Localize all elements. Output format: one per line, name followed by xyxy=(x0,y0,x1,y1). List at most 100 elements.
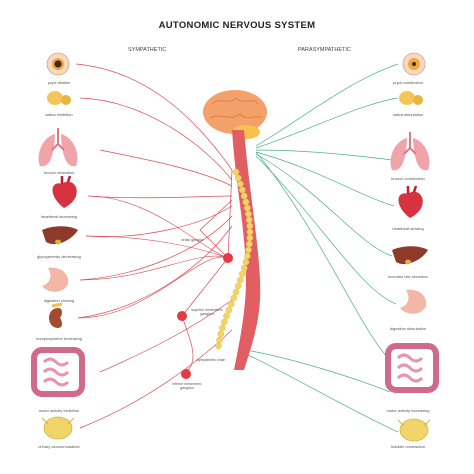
label-sympathetic-chain: sympathetic chain xyxy=(196,358,226,362)
chain-bead-0 xyxy=(232,168,240,176)
left-adrenal xyxy=(51,302,63,308)
nerve-liver-right xyxy=(255,153,393,257)
nerve-inferior-link xyxy=(181,315,194,373)
celiac-branch-0 xyxy=(85,235,229,259)
right-eye-pupil xyxy=(412,62,416,66)
chain-bead-16 xyxy=(240,264,248,272)
chain-bead-15 xyxy=(242,258,250,266)
chain-bead-9 xyxy=(246,222,254,230)
chain-bead-28 xyxy=(216,336,223,344)
brain-fold-2 xyxy=(209,113,263,119)
nerve-bladder-left xyxy=(79,329,233,429)
brain-cerebrum xyxy=(203,90,267,134)
nerve-stomach-left xyxy=(79,215,233,281)
sympathetic-heading: SYMPATHETIC xyxy=(128,47,167,53)
chain-bead-8 xyxy=(246,216,253,224)
left-heart-body xyxy=(52,181,77,208)
chain-bead-20 xyxy=(232,288,240,296)
label-motor-activity-inhibition: motor activity inhibition xyxy=(38,408,80,413)
label-pupil-dilation: pupil dilation xyxy=(47,80,71,85)
chain-bead-22 xyxy=(228,300,235,308)
parasympathetic-heading: PARASYMPATHETIC xyxy=(298,47,351,53)
diagram-title: AUTONOMIC NERVOUS SYSTEM xyxy=(158,20,316,31)
left-lung-right-lobe xyxy=(61,134,78,167)
chain-bead-2 xyxy=(237,180,244,188)
chain-bead-18 xyxy=(237,276,244,284)
left-small-intestine xyxy=(42,357,70,387)
label-digestion-slowing: digestion slowing xyxy=(43,298,75,303)
left-salivary-gland-b xyxy=(61,95,71,105)
left-ureters xyxy=(41,417,75,425)
chain-bead-19 xyxy=(234,282,242,290)
right-stomach xyxy=(400,289,427,314)
nerve-heart-right xyxy=(255,151,395,207)
nerve-celiac-link xyxy=(181,169,233,317)
chain-bead-29 xyxy=(215,342,222,350)
left-heart-vessels xyxy=(60,175,72,184)
label-digestion-stimulation: digestion stimulation xyxy=(389,326,427,331)
chain-bead-26 xyxy=(219,324,226,332)
chain-bead-7 xyxy=(245,210,252,218)
nerve-adrenal-left xyxy=(77,225,233,319)
label-glycogenesis-decreasing: glycogenesis decreasing xyxy=(37,254,81,259)
chain-bead-21 xyxy=(230,294,238,302)
nerve-salivary-left xyxy=(79,97,233,181)
chain-bead-3 xyxy=(239,186,246,194)
right-salivary-gland-b xyxy=(413,95,423,105)
left-eye-pupil xyxy=(54,60,62,68)
label-heartbeat-increasing: heartbeat increasing xyxy=(40,214,78,219)
label-heartbeat-slowing: heartbeat slowing xyxy=(392,226,424,231)
inferior-mesenteric-ganglion xyxy=(181,369,191,379)
right-heart-body xyxy=(398,191,423,218)
celiac-ganglion xyxy=(223,253,233,263)
left-kidney xyxy=(49,308,62,328)
nerve-eye-right xyxy=(255,63,399,147)
left-trachea xyxy=(51,128,65,151)
label-urinary-accommodation: urinary accommodation xyxy=(38,444,80,449)
nerve-celiac-upper xyxy=(199,199,233,259)
left-bladder xyxy=(43,416,73,440)
nerve-stomach-right xyxy=(255,155,397,305)
nerve-liver-left xyxy=(85,205,233,237)
right-bladder xyxy=(399,418,429,442)
label-bronch-relaxation: bronch relaxation xyxy=(43,170,75,175)
chain-bead-23 xyxy=(225,306,233,314)
left-stomach xyxy=(42,267,69,292)
nerve-intestine-left xyxy=(99,299,233,373)
label-saliva-inhibition: saliva inhibition xyxy=(45,112,73,117)
label-bronch-constriction: bronch constriction xyxy=(391,176,425,181)
right-small-intestine xyxy=(396,353,424,383)
label-increase-bile-secretion: increase bile secretion xyxy=(388,274,428,279)
left-liver xyxy=(42,226,78,245)
right-liver xyxy=(392,246,428,265)
label-motor-activity-increasing: motor activity increasing xyxy=(386,408,430,413)
celiac-branch-1 xyxy=(79,255,229,281)
right-ureters xyxy=(397,419,431,427)
celiac-branch-3 xyxy=(87,195,229,259)
chain-bead-11 xyxy=(246,234,254,242)
nerve-heart-left xyxy=(87,195,233,199)
chain-bead-5 xyxy=(242,198,250,206)
chain-bead-14 xyxy=(244,252,251,260)
right-lung-right-lobe xyxy=(413,138,430,171)
chain-bead-27 xyxy=(217,330,225,338)
left-large-intestine xyxy=(31,347,85,397)
right-gallbladder xyxy=(405,259,411,265)
nerve-bladder-right xyxy=(245,353,399,433)
label-bladder-contraction: bladder contraction xyxy=(390,444,426,449)
nerve-lungs-left xyxy=(99,149,233,187)
label-saliva-stimulation: saliva stimulation xyxy=(392,112,424,117)
label-pupil-constriction: pupil constriction xyxy=(393,80,423,85)
nerve-salivary-right xyxy=(255,97,399,149)
right-large-intestine xyxy=(385,343,439,393)
chain-bead-4 xyxy=(240,192,248,200)
label-superior-mesenteric-ganglion: superior mesenteric ganglion xyxy=(191,308,223,316)
left-gallbladder xyxy=(55,239,61,245)
celiac-branch-2 xyxy=(77,256,229,319)
right-salivary-gland-a xyxy=(399,91,415,105)
label-celiac-ganglia: celiac ganglia xyxy=(181,238,203,242)
nerve-intestine-right xyxy=(255,151,391,361)
chain-bead-12 xyxy=(246,240,253,248)
